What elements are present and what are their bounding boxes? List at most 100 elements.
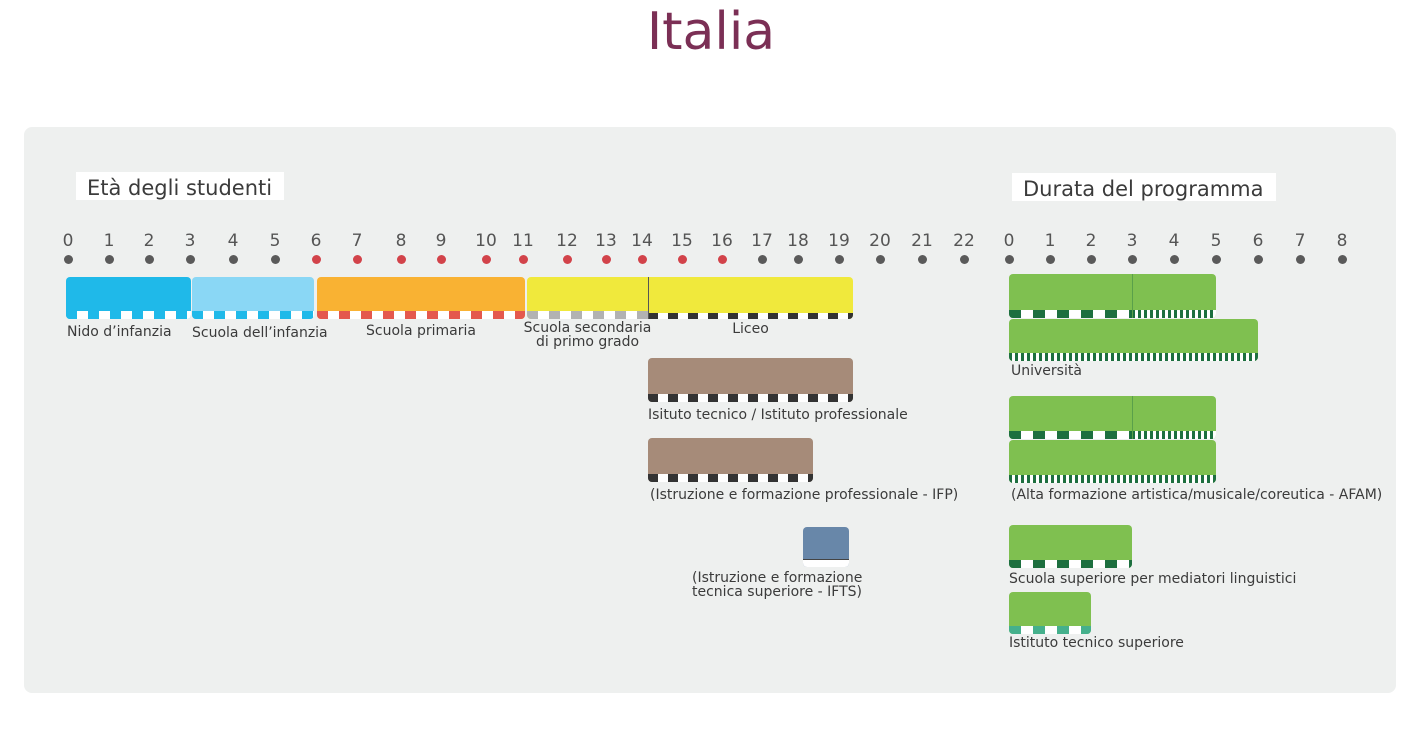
page-title: Italia	[646, 2, 776, 62]
program-label-infanzia: Scuola dell’infanzia	[192, 325, 328, 341]
program-bar-ifts	[803, 527, 849, 567]
age-dot	[185, 255, 195, 264]
age-dot	[270, 255, 280, 264]
age-tick-label: 9	[435, 231, 447, 251]
age-dot	[637, 255, 647, 264]
duration-tick-label: 7	[1294, 231, 1306, 251]
age-dot	[917, 255, 927, 264]
duration-tick-label: 8	[1336, 231, 1348, 251]
age-dot	[436, 255, 446, 264]
age-dot	[228, 255, 238, 264]
duration-dot	[1086, 255, 1096, 264]
program-label-tecnico: Isituto tecnico / Istituto professionale	[648, 407, 908, 423]
duration-label-univ2: Università	[1011, 363, 1082, 379]
age-tick-label: 20	[869, 231, 891, 251]
age-dot	[63, 255, 73, 264]
duration-bar-univ1	[1009, 274, 1216, 318]
duration-strip	[1132, 431, 1216, 439]
duration-tick-label: 2	[1085, 231, 1097, 251]
age-tick-label: 3	[184, 231, 196, 251]
program-bar-infanzia	[192, 277, 314, 319]
program-strip	[66, 311, 191, 319]
age-tick-label: 18	[787, 231, 809, 251]
age-dot	[757, 255, 767, 264]
age-dot	[104, 255, 114, 264]
duration-bar-univ2	[1009, 319, 1258, 361]
age-tick-label: 15	[671, 231, 693, 251]
duration-tick-label: 5	[1210, 231, 1222, 251]
duration-bar-its	[1009, 592, 1091, 634]
program-strip	[803, 559, 849, 567]
age-header: Età degli studenti	[76, 172, 285, 200]
program-strip	[317, 311, 525, 319]
age-tick-label: 10	[475, 231, 497, 251]
program-bar-primaria	[317, 277, 525, 319]
program-label-liceo: Liceo	[732, 321, 769, 337]
age-tick-label: 21	[911, 231, 933, 251]
age-tick-label: 12	[556, 231, 578, 251]
age-dot	[396, 255, 406, 264]
duration-header: Durata del programma	[1012, 173, 1276, 201]
duration-dot	[1211, 255, 1221, 264]
duration-label-its: Istituto tecnico superiore	[1009, 635, 1184, 651]
duration-dot	[1045, 255, 1055, 264]
age-dot	[834, 255, 844, 264]
duration-strip	[1132, 310, 1216, 318]
duration-label-afam2: (Alta formazione artistica/musicale/core…	[1011, 487, 1383, 503]
age-dot	[311, 255, 321, 264]
age-tick-label: 6	[310, 231, 322, 251]
duration-divider	[1132, 274, 1133, 318]
age-tick-label: 19	[828, 231, 850, 251]
age-dot	[518, 255, 528, 264]
program-strip	[527, 311, 648, 319]
age-tick-label: 1	[103, 231, 115, 251]
age-tick-label: 17	[751, 231, 773, 251]
program-bar-tecnico	[648, 358, 853, 402]
duration-bar-ssml	[1009, 525, 1132, 568]
age-dot	[793, 255, 803, 264]
program-bar-liceo	[648, 277, 853, 319]
duration-bar-afam2	[1009, 440, 1216, 483]
age-tick-label: 16	[711, 231, 733, 251]
program-label-ifts: (Istruzione e formazione tecnica superio…	[692, 570, 863, 600]
duration-divider	[1132, 396, 1133, 439]
duration-strip	[1009, 626, 1091, 634]
age-dot	[875, 255, 885, 264]
age-tick-label: 14	[631, 231, 653, 251]
duration-dot	[1295, 255, 1305, 264]
program-strip	[192, 311, 314, 319]
duration-strip	[1009, 475, 1216, 483]
duration-strip	[1009, 353, 1258, 361]
duration-dot	[1004, 255, 1014, 264]
age-tick-label: 4	[227, 231, 239, 251]
duration-dot	[1253, 255, 1263, 264]
age-tick-label: 11	[512, 231, 534, 251]
age-tick-label: 7	[351, 231, 363, 251]
program-bar-nido	[66, 277, 191, 319]
program-label-primaria: Scuola primaria	[366, 323, 476, 339]
program-strip	[648, 394, 853, 402]
program-bar-ifp	[648, 438, 813, 482]
duration-tick-label: 4	[1168, 231, 1180, 251]
duration-dot	[1169, 255, 1179, 264]
program-label-secondaria1: Scuola secondaria di primo grado	[523, 320, 652, 350]
age-dot	[601, 255, 611, 264]
duration-strip	[1009, 560, 1132, 568]
age-tick-label: 13	[595, 231, 617, 251]
duration-tick-label: 0	[1003, 231, 1015, 251]
program-strip	[648, 313, 853, 319]
duration-tick-label: 1	[1044, 231, 1056, 251]
program-label-ifp: (Istruzione e formazione professionale -…	[650, 487, 959, 503]
age-tick-label: 5	[269, 231, 281, 251]
duration-bar-afam1	[1009, 396, 1216, 439]
age-dot	[959, 255, 969, 264]
age-dot	[481, 255, 491, 264]
duration-dot	[1127, 255, 1137, 264]
duration-tick-label: 3	[1126, 231, 1138, 251]
duration-tick-label: 6	[1252, 231, 1264, 251]
program-divider	[648, 277, 649, 319]
age-tick-label: 8	[395, 231, 407, 251]
age-dot	[144, 255, 154, 264]
age-dot	[677, 255, 687, 264]
program-label-nido: Nido d’infanzia	[67, 324, 172, 340]
